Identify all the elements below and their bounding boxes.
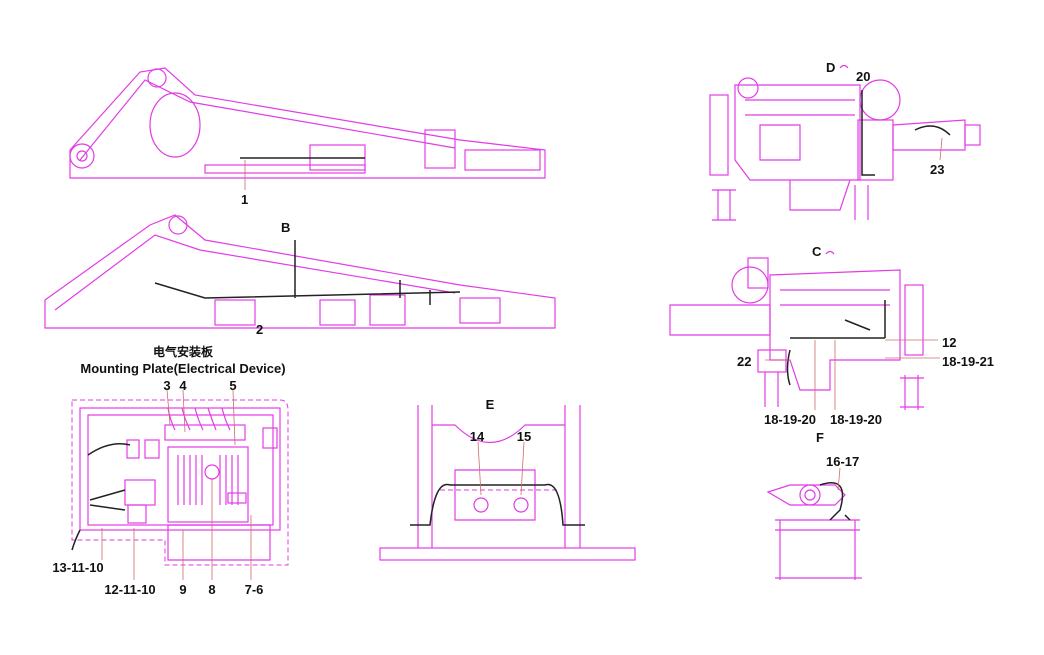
callout-18-19-20-b: 18-19-20 [830,412,882,427]
engine-view-c: C 12 18-19-21 22 18-19-20 18-19-20 [669,244,994,427]
callout-16-17: 16-17 [826,454,859,469]
mounting-plate-view: 电气安装板 Mounting Plate(Electrical Device) … [52,344,289,597]
callout-8: 8 [208,582,215,597]
callout-7-6: 7-6 [245,582,264,597]
callout-18-19-20-a: 18-19-20 [764,412,816,427]
view-label-d: D [826,60,835,75]
callout-9: 9 [179,582,186,597]
callout-1: 1 [241,192,248,207]
callout-4: 4 [179,378,187,393]
mounting-plate-title-cn: 电气安装板 [153,344,214,359]
heatsink-fins [177,455,239,505]
callout-22: 22 [737,354,751,369]
callout-23: 23 [930,162,944,177]
callout-2: 2 [256,322,263,337]
callout-14: 14 [470,429,485,444]
section-f-view: F 16-17 [766,430,862,580]
callout-13-11-10: 13-11-10 [52,560,103,575]
view-label-b: B [281,220,290,235]
callout-3: 3 [163,378,170,393]
callout-15: 15 [517,429,531,444]
engine-view-d: D 20 23 [709,60,981,221]
callout-18-19-21: 18-19-21 [942,354,994,369]
callout-5: 5 [229,378,236,393]
view-label-e: E [486,397,495,412]
boom-view-1: 1 [69,67,546,207]
view-label-c: C [812,244,822,259]
boom-view-2: B 2 [44,214,556,337]
view-label-f: F [816,430,824,445]
callout-12-11-10: 12-11-10 [104,582,155,597]
callout-12: 12 [942,335,956,350]
mounting-plate-title-en: Mounting Plate(Electrical Device) [80,361,285,376]
callout-20: 20 [856,69,870,84]
section-e-view: E 14 15 [379,397,636,561]
